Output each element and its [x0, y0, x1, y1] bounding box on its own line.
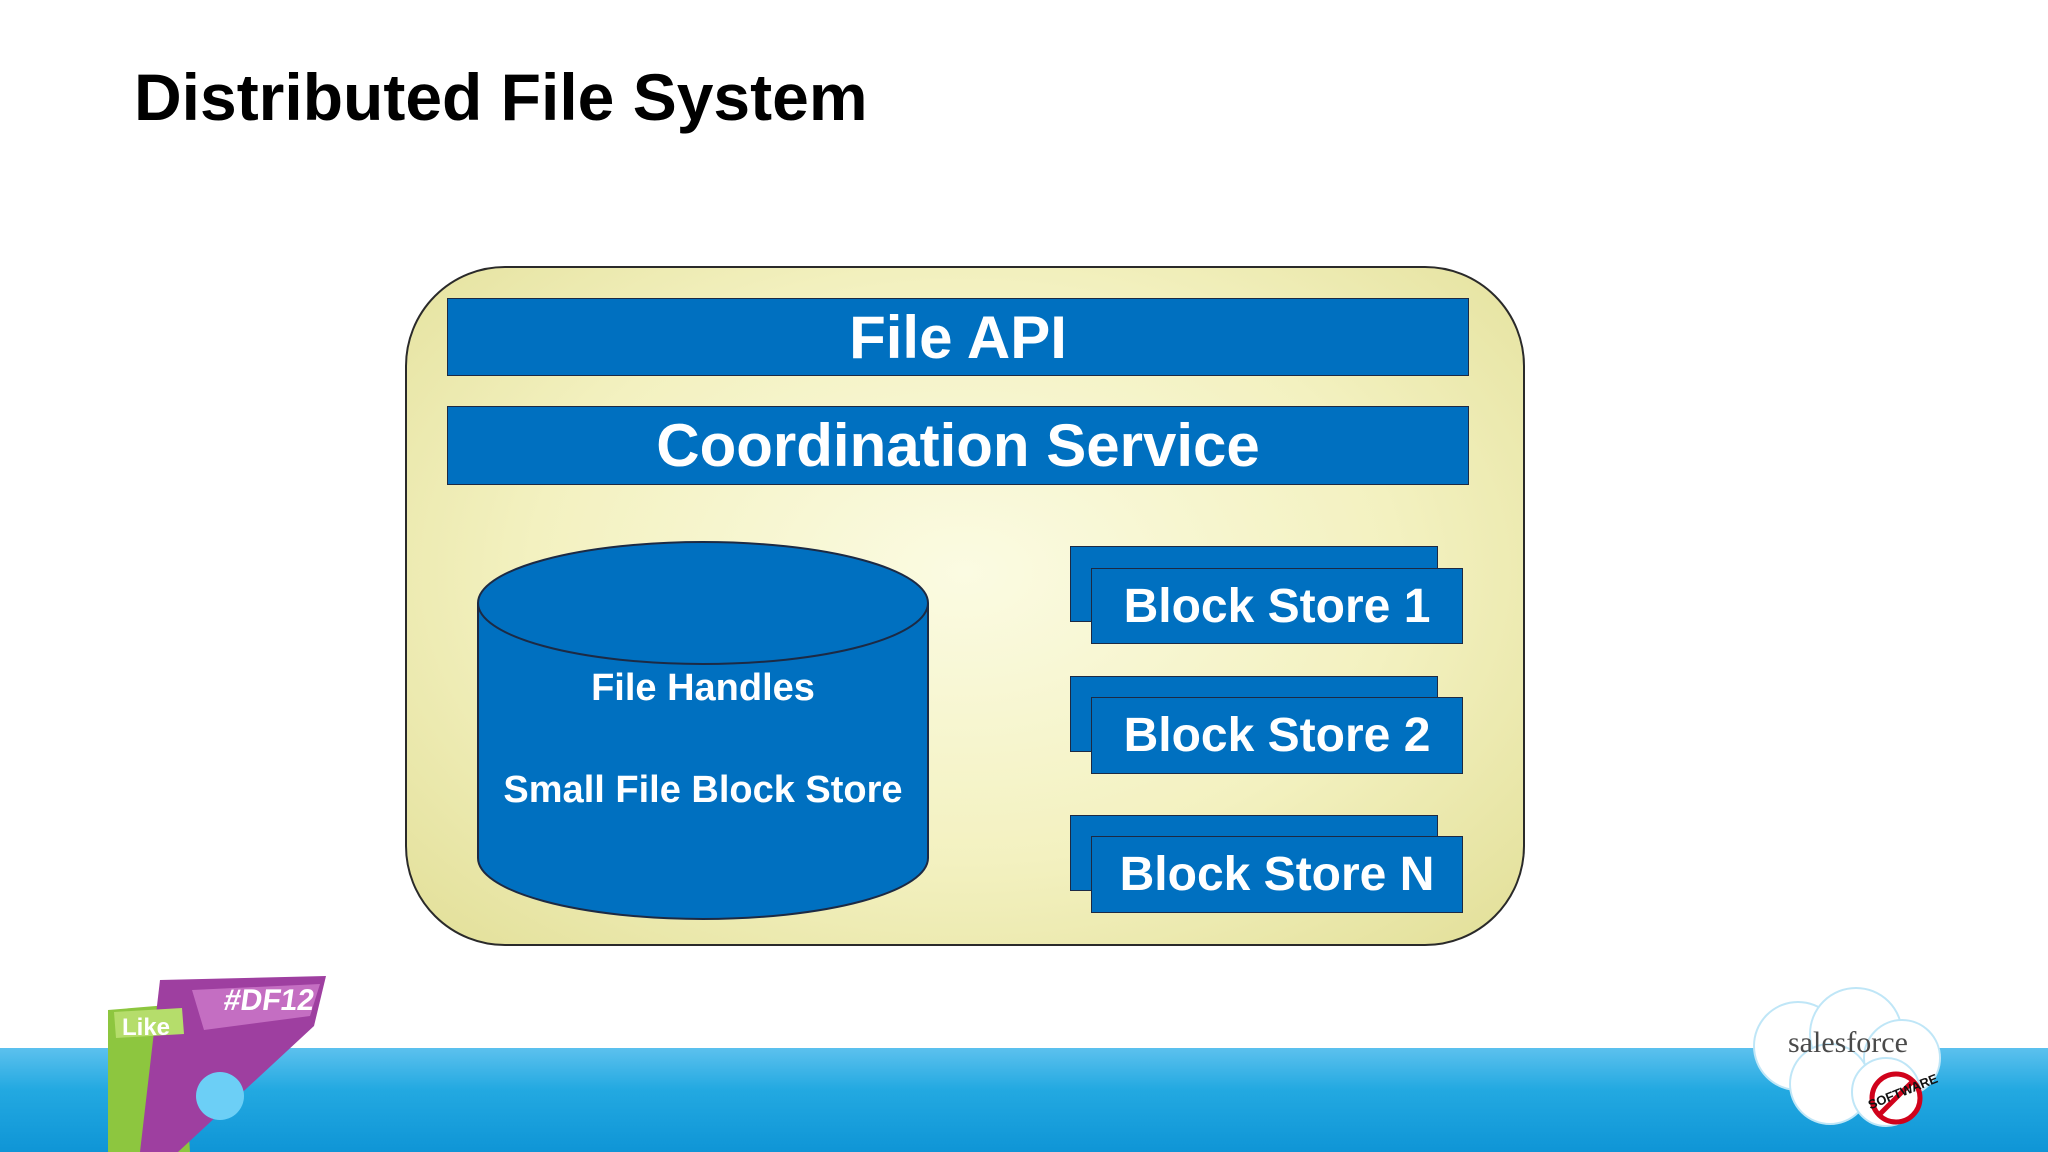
block-store-2-box: Block Store 2 — [1091, 697, 1463, 774]
block-store-1-label: Block Store 1 — [1123, 579, 1431, 633]
footer-band — [0, 1048, 2048, 1152]
coordination-service-label: Coordination Service — [656, 412, 1260, 479]
slide-title: Distributed File System — [134, 60, 868, 134]
block-store-n-label: Block Store N — [1119, 848, 1435, 901]
block-store-1-box: Block Store 1 — [1091, 568, 1463, 644]
file-handles-cylinder — [477, 541, 929, 920]
dreamforce-like-logo — [108, 976, 326, 1152]
event-hashtag: #DF12 — [221, 984, 317, 1017]
small-file-block-store-label: Small File Block Store — [503, 769, 903, 811]
file-handles-label: File Handles — [591, 667, 815, 709]
coordination-service-box: Coordination Service — [447, 406, 1469, 485]
block-store-2-label: Block Store 2 — [1123, 709, 1431, 762]
block-store-n-box: Block Store N — [1091, 836, 1463, 913]
like-label: Like — [122, 1014, 171, 1041]
salesforce-cloud-logo — [1753, 987, 1941, 1127]
salesforce-wordmark: salesforce — [1788, 1026, 1908, 1059]
file-api-label: File API — [849, 303, 1067, 371]
file-api-box: File API — [447, 298, 1469, 376]
